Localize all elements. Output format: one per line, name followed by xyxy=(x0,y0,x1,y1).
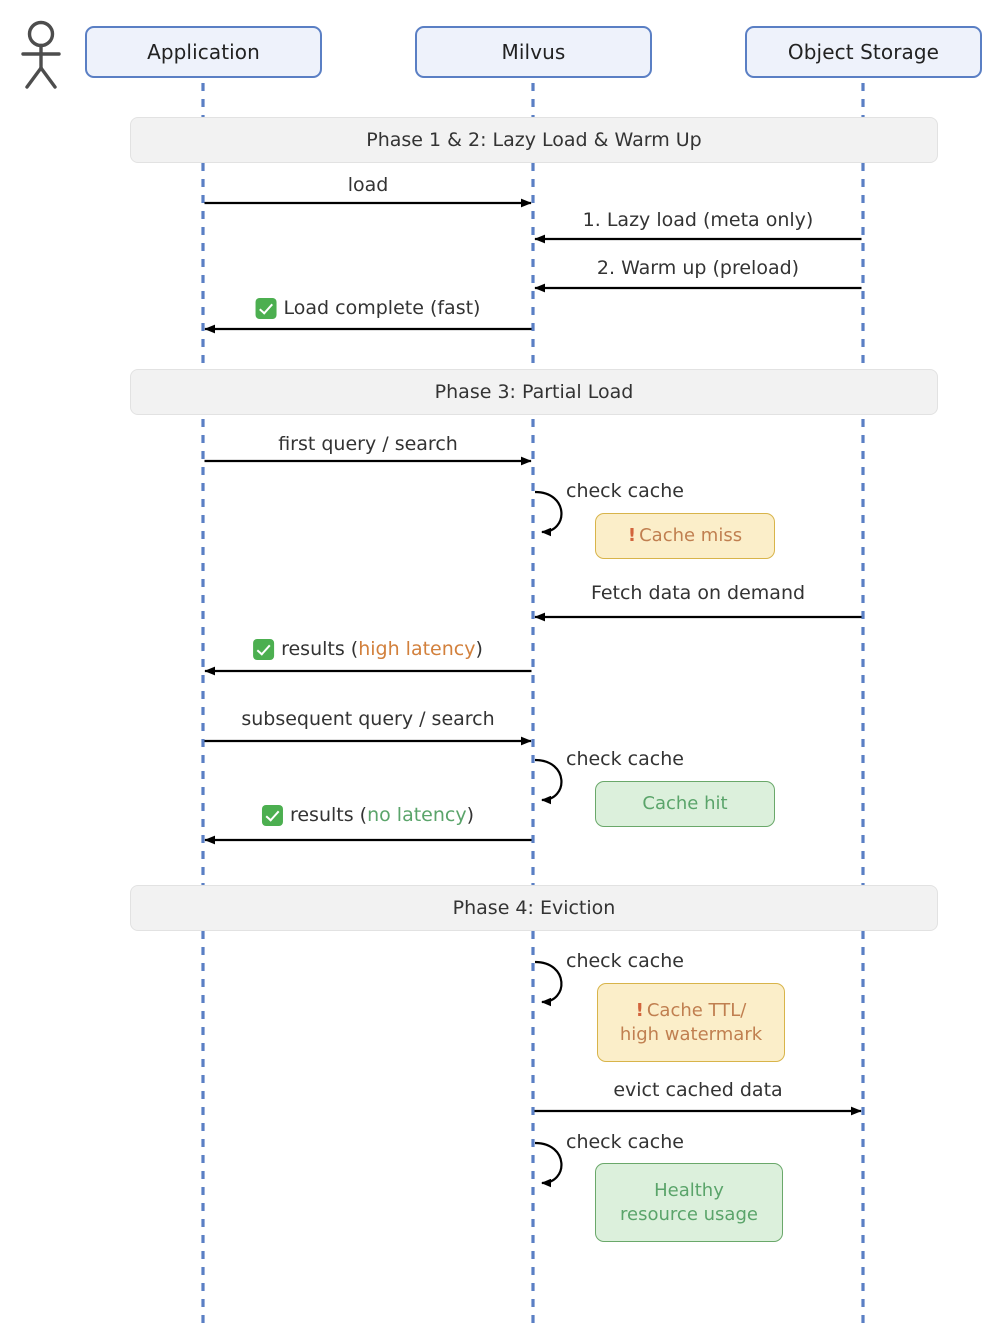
self-message-loop-s1 xyxy=(534,490,563,537)
check-mark-icon xyxy=(255,298,277,319)
message-label-m8: subsequent query / search xyxy=(241,709,494,730)
message-label-m10: evict cached data xyxy=(613,1080,782,1101)
self-message-loops xyxy=(534,490,563,1188)
message-text-segment: high latency xyxy=(358,638,476,661)
message-arrows xyxy=(204,198,862,1116)
message-label-m7: results (high latency) xyxy=(253,639,483,660)
phase-bar-phase4: Phase 4: Eviction xyxy=(130,885,938,931)
self-message-loop-s4 xyxy=(534,1141,563,1188)
message-text: subsequent query / search xyxy=(241,708,495,730)
message-text-segment: results xyxy=(289,804,360,827)
message-text: results (no latency) xyxy=(290,805,474,826)
note-text: Cache hit xyxy=(642,793,728,815)
message-label-m5: first query / search xyxy=(278,434,458,455)
self-message-text: check cache xyxy=(566,950,684,972)
phase-label: Phase 1 & 2: Lazy Load & Warm Up xyxy=(366,129,702,151)
self-message-loop-s3 xyxy=(534,960,563,1007)
note-line: !Cache TTL/ xyxy=(620,999,762,1022)
note-text: Cache miss xyxy=(639,525,743,547)
note-line: resource usage xyxy=(620,1203,758,1226)
message-text-segment: results xyxy=(281,638,351,661)
participant-label: Milvus xyxy=(501,40,566,64)
note-content: !Cache TTL/high watermark xyxy=(620,999,762,1045)
message-text-segment: ( xyxy=(359,804,368,827)
message-text: Load complete (fast) xyxy=(283,297,481,320)
phase-bar-phase3: Phase 3: Partial Load xyxy=(130,369,938,415)
self-message-label-s3: check cache xyxy=(566,951,684,972)
note-text: high watermark xyxy=(619,1023,763,1045)
self-message-text: check cache xyxy=(566,480,684,502)
note-content: Cache hit xyxy=(642,792,727,815)
message-text: 2. Warm up (preload) xyxy=(596,257,800,279)
self-message-loop-s2 xyxy=(534,758,563,805)
message-text: first query / search xyxy=(278,433,458,455)
message-label-m1: load xyxy=(348,175,389,196)
stick-figure-actor-icon xyxy=(21,20,61,89)
participant-label: Application xyxy=(147,40,260,64)
message-label-m6: Fetch data on demand xyxy=(591,583,805,604)
self-message-label-s2: check cache xyxy=(566,749,684,770)
note-n2: Cache hit xyxy=(595,781,775,827)
note-text: resource usage xyxy=(620,1203,758,1225)
participant-label: Object Storage xyxy=(787,40,940,64)
participant-object_storage: Object Storage xyxy=(745,26,982,78)
self-message-label-s4: check cache xyxy=(566,1132,684,1153)
note-line: high watermark xyxy=(620,1023,762,1046)
note-line: Healthy xyxy=(620,1179,758,1202)
note-n3: !Cache TTL/high watermark xyxy=(597,983,785,1062)
warning-bang-icon: ! xyxy=(635,1000,644,1022)
note-text: Cache TTL/ xyxy=(646,1000,747,1022)
message-text: Fetch data on demand xyxy=(590,582,806,604)
self-message-text: check cache xyxy=(566,748,684,770)
check-mark-icon xyxy=(253,639,275,660)
message-text: 1. Lazy load (meta only) xyxy=(582,209,814,231)
phase-bar-phase12: Phase 1 & 2: Lazy Load & Warm Up xyxy=(130,117,938,163)
note-content: !Cache miss xyxy=(628,524,742,547)
message-label-m2: 1. Lazy load (meta only) xyxy=(583,210,814,231)
message-text: evict cached data xyxy=(613,1079,783,1101)
message-text: results (high latency) xyxy=(281,639,483,660)
note-text: Healthy xyxy=(654,1180,724,1202)
participant-milvus: Milvus xyxy=(415,26,652,78)
message-label-m4: Load complete (fast) xyxy=(255,297,481,320)
message-label-m9: results (no latency) xyxy=(261,805,474,826)
message-text-segment: ( xyxy=(350,638,359,661)
message-text-segment: ) xyxy=(466,804,475,827)
message-text: load xyxy=(347,174,389,196)
message-label-m3: 2. Warm up (preload) xyxy=(597,258,799,279)
note-n1: !Cache miss xyxy=(595,513,775,559)
warning-bang-icon: ! xyxy=(627,525,637,547)
check-mark-icon xyxy=(261,805,283,826)
note-line: !Cache miss xyxy=(628,524,742,547)
self-message-text: check cache xyxy=(566,1131,684,1153)
phase-label: Phase 3: Partial Load xyxy=(434,381,634,403)
message-text-segment: ) xyxy=(475,638,483,661)
message-text-segment: no latency xyxy=(367,804,467,827)
self-message-label-s1: check cache xyxy=(566,481,684,502)
phase-label: Phase 4: Eviction xyxy=(452,897,616,919)
note-line: Cache hit xyxy=(642,792,727,815)
participant-application: Application xyxy=(85,26,322,78)
